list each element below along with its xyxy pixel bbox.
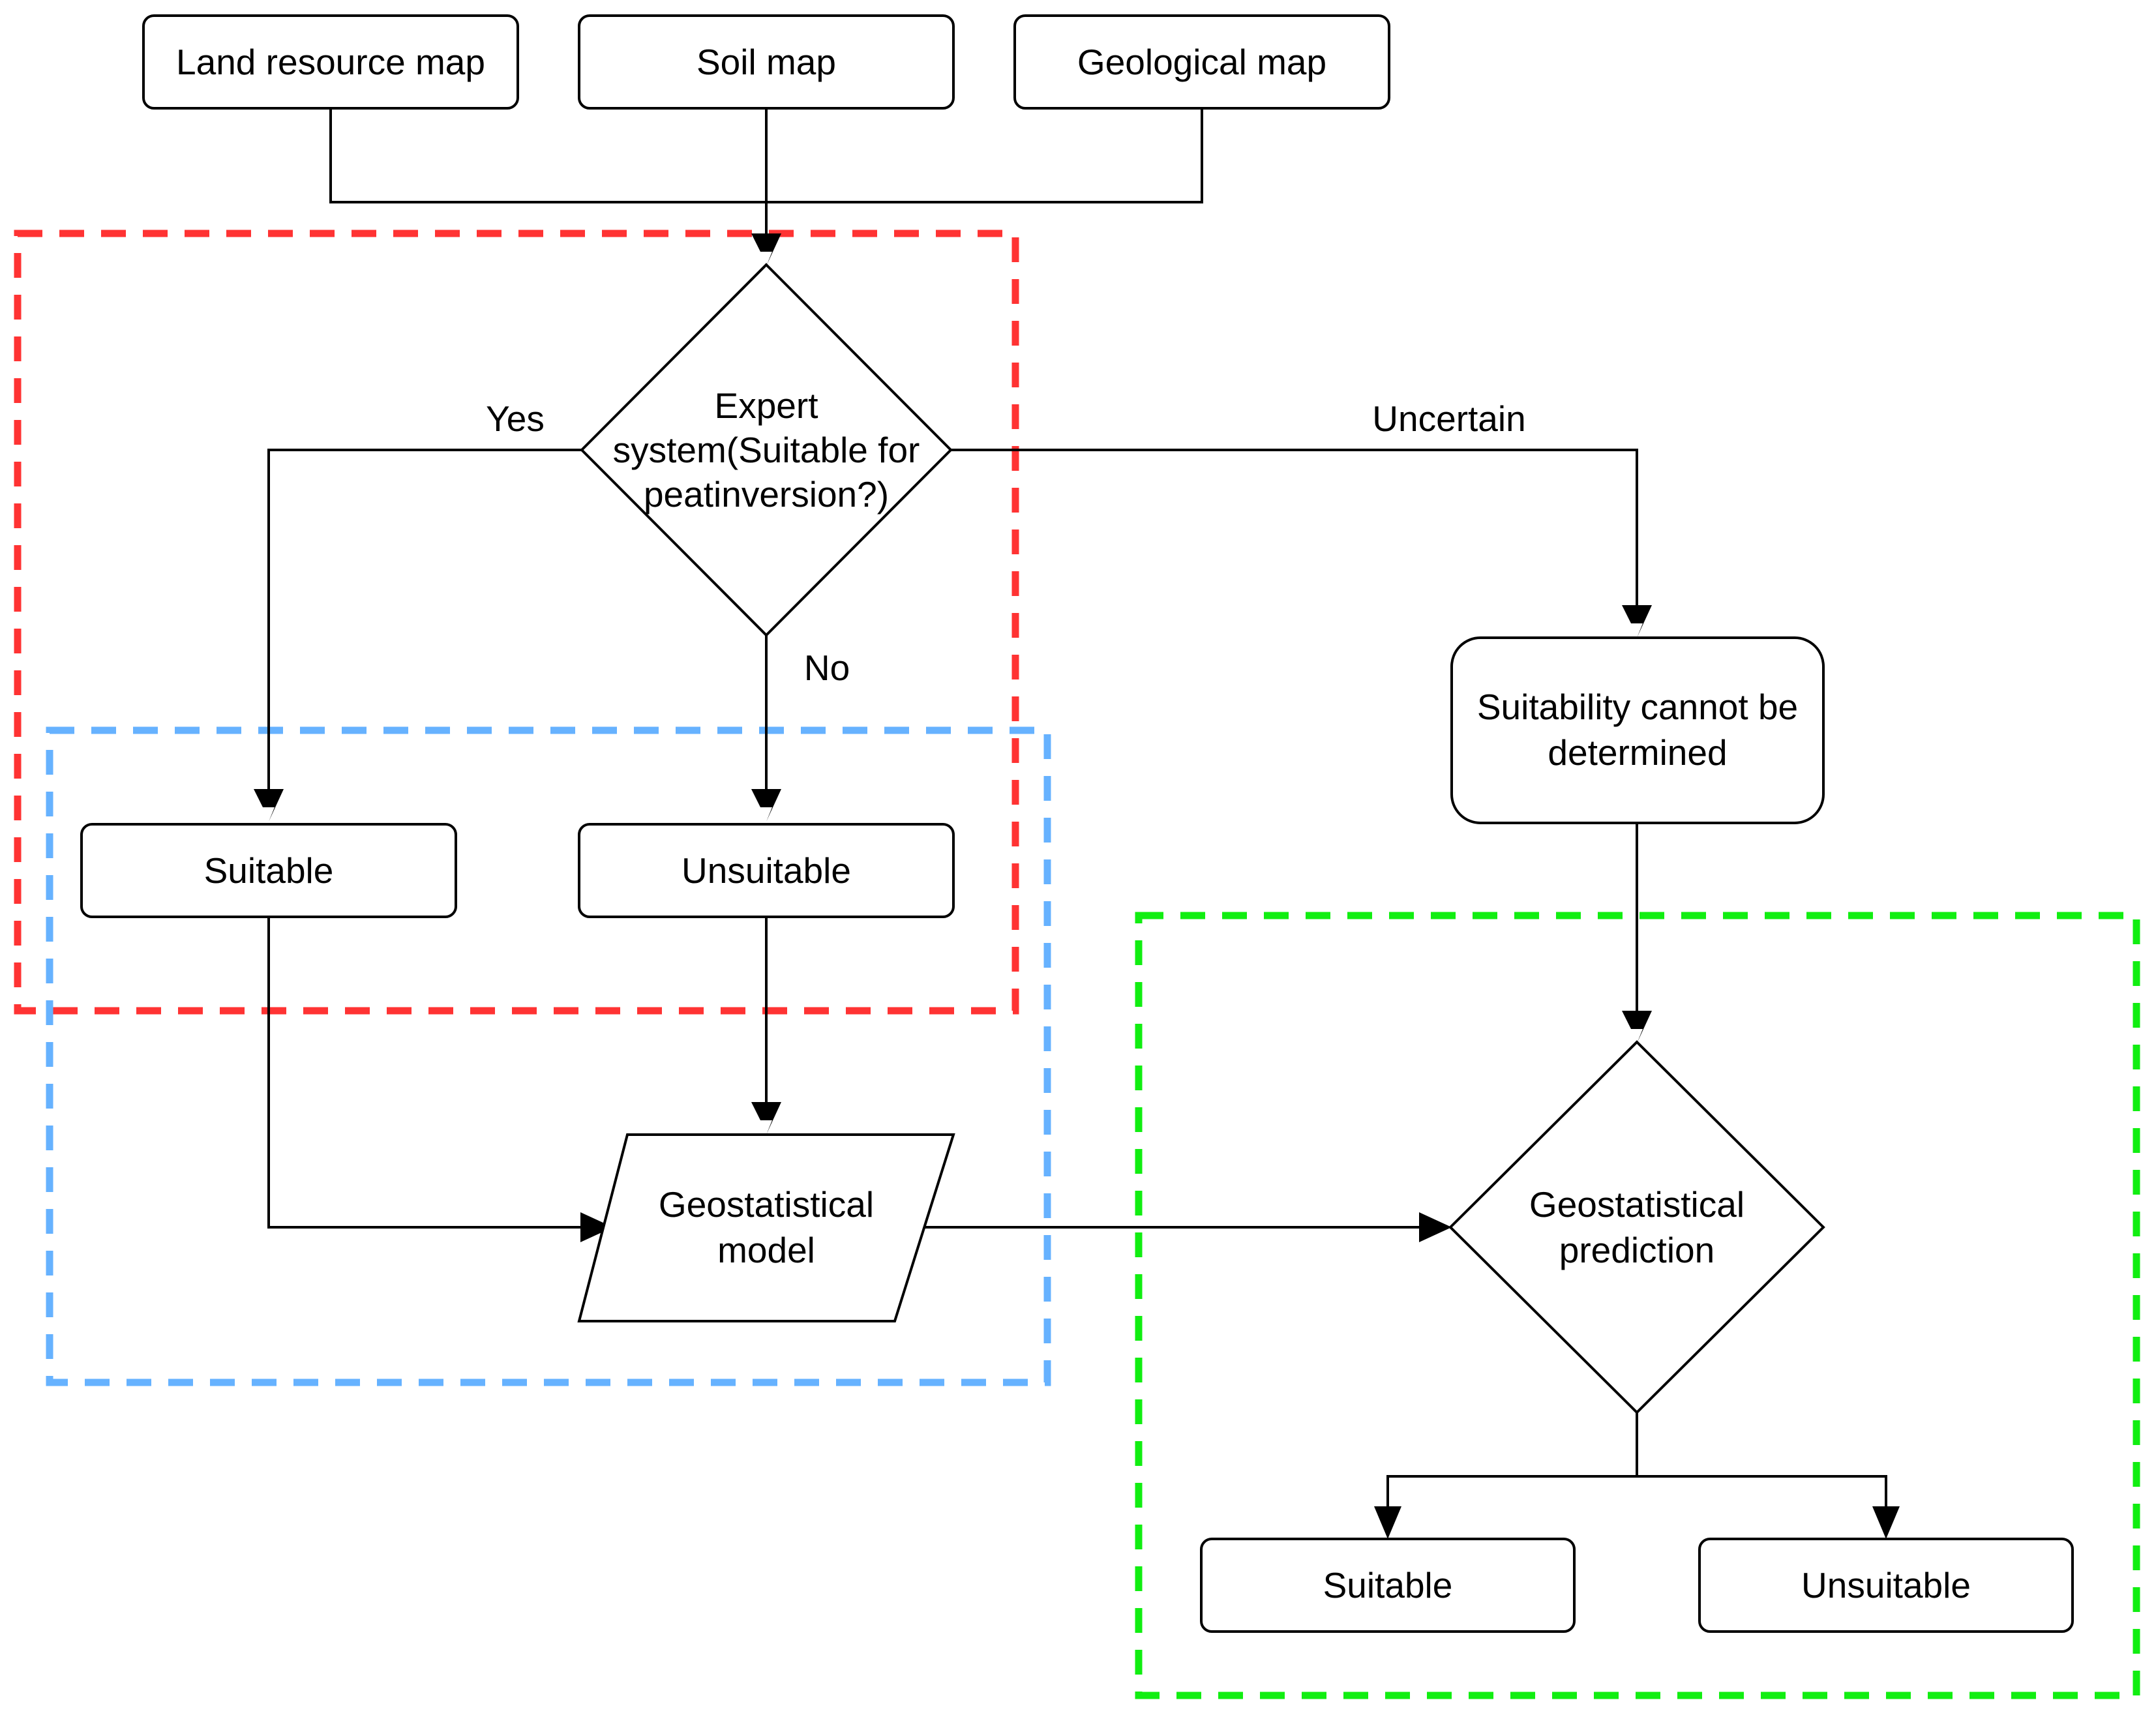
expert-system-zone [14,230,1019,1015]
node-label-line-3: peatinversion?) [644,474,889,514]
node-suitability-undetermined[interactable]: Suitability cannot be determined [1450,636,1825,824]
edge-label-no: No [804,648,850,688]
connector-uncertain [951,449,1638,618]
connector-suitable-to-model [267,917,593,1229]
arrowhead-model-top [751,1102,781,1135]
node-label: Suitable [204,850,334,891]
arrowheads [254,233,1900,1539]
node-label-line-2: determined [1548,732,1727,773]
node-geostatistical-model[interactable]: Geostatistical model [577,1133,955,1322]
node-expert-system[interactable]: Expert system(Suitable for peatinversion… [580,263,953,637]
connector-prediction-split [1386,1412,1638,1521]
arrowhead-yes [254,789,284,822]
arrowhead-uncertain [1622,605,1652,638]
arrowhead-model-left [580,1212,613,1242]
arrowhead-expert [751,233,781,266]
node-unsuitable-1[interactable]: Unsuitable [578,823,955,918]
node-label-line-1: Suitability cannot be [1477,687,1798,727]
edge-label-uncertain: Uncertain [1372,398,1525,439]
node-unsuitable-2[interactable]: Unsuitable [1698,1538,2074,1633]
node-label-line-1: Expert [715,385,818,426]
node-suitable-2[interactable]: Suitable [1200,1538,1576,1633]
node-soil-map[interactable]: Soil map [578,14,955,110]
node-label-line-2: model [717,1230,815,1270]
node-label-line-2: prediction [1559,1230,1714,1270]
node-label: Suitable [1323,1565,1453,1605]
connector-yes [267,449,582,801]
node-label-line-2: system(Suitable for [613,430,920,470]
arrowhead-suitable-2 [1374,1506,1401,1539]
arrowhead-no [751,789,781,822]
node-land-resource-map[interactable]: Land resource map [142,14,519,110]
connectors [267,108,1887,1521]
node-geological-map[interactable]: Geological map [1013,14,1390,110]
node-label: Geological map [1077,42,1326,82]
node-label: Unsuitable [681,850,851,891]
node-label: Land resource map [176,42,485,82]
node-label-line-1: Geostatistical [1529,1184,1744,1225]
connector-prediction-to-unsuitable [1637,1475,1887,1521]
edge-label-yes: Yes [486,398,545,439]
node-suitable-1[interactable]: Suitable [80,823,457,918]
connector-land-to-expert [329,108,766,203]
geostatistical-model-zone [46,726,1051,1386]
arrowhead-prediction-top [1622,1011,1652,1043]
arrowhead-prediction-left [1419,1212,1452,1242]
node-label-line-1: Geostatistical [659,1184,874,1225]
node-label: Soil map [696,42,836,82]
geostatistical-prediction-zone [1135,912,2140,1699]
arrowhead-unsuitable-2 [1872,1506,1900,1539]
node-label: Unsuitable [1801,1565,1971,1605]
connector-geology-to-expert [766,108,1203,203]
node-geostatistical-prediction[interactable]: Geostatistical prediction [1448,1040,1825,1414]
